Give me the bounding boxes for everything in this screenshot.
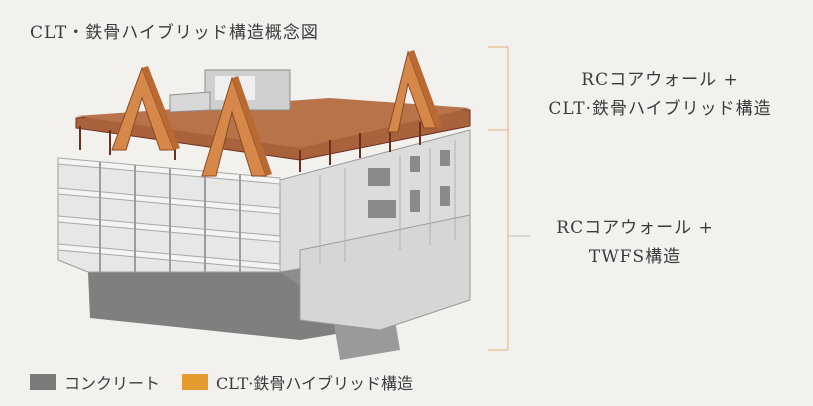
upper-label-line1: RCコアウォール + [515, 66, 805, 95]
upper-structure-label: RCコアウォール + CLT·鉄骨ハイブリッド構造 [515, 66, 805, 124]
legend-item-concrete: コンクリート [30, 370, 160, 394]
lower-label-line2: TWFS構造 [515, 243, 755, 272]
upper-bracket [488, 47, 508, 130]
lower-structure-label: RCコアウォール + TWFS構造 [515, 214, 755, 272]
legend-label-hybrid: CLT·鉄骨ハイブリッド構造 [216, 370, 413, 394]
legend: コンクリート CLT·鉄骨ハイブリッド構造 [30, 370, 435, 394]
legend-label-concrete: コンクリート [64, 370, 160, 394]
legend-swatch-hybrid [182, 374, 208, 390]
upper-label-line2: CLT·鉄骨ハイブリッド構造 [515, 95, 805, 124]
lower-bracket [488, 130, 508, 350]
legend-swatch-concrete [30, 374, 56, 390]
lower-label-line1: RCコアウォール + [515, 214, 755, 243]
legend-item-hybrid: CLT·鉄骨ハイブリッド構造 [182, 370, 413, 394]
